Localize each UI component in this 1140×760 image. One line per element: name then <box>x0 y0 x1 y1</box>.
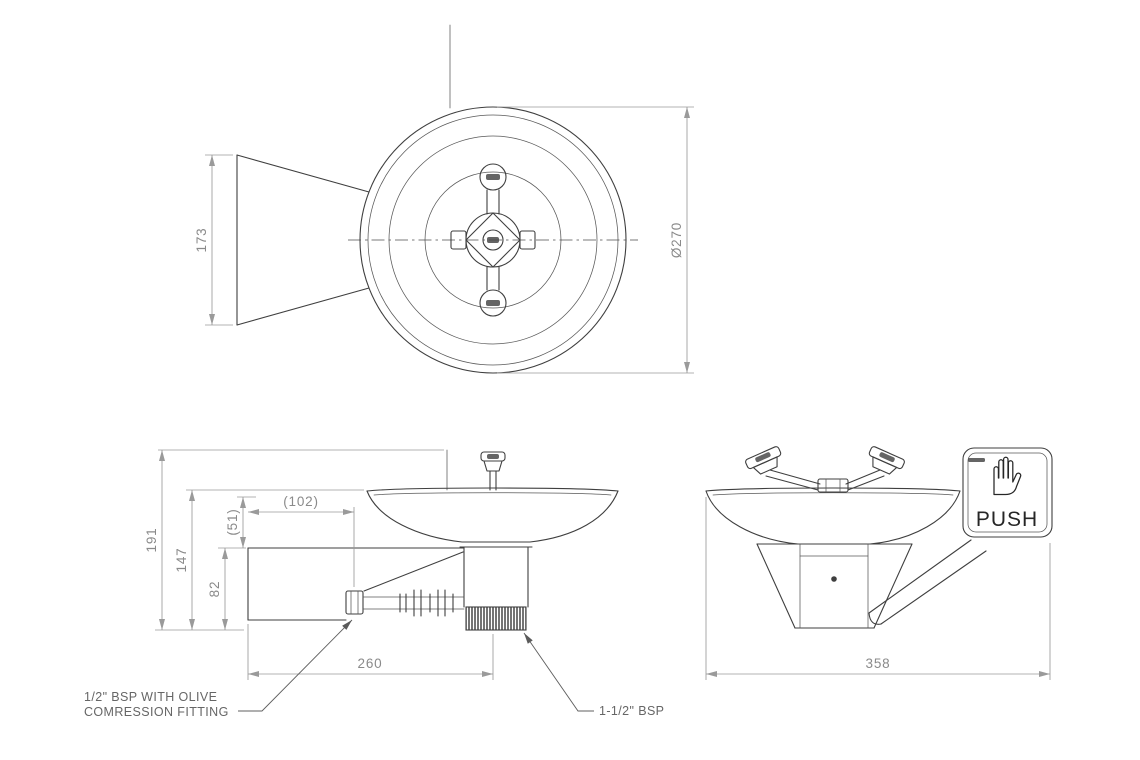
dim-value-82: 82 <box>207 581 222 598</box>
sprayhead-side <box>480 451 506 491</box>
push-sign: PUSH <box>962 447 1053 538</box>
inlet-label-line1: 1/2" BSP WITH OLIVE <box>84 690 217 704</box>
dim-overall-width: 358 <box>705 497 1051 680</box>
inlet-leader-label: 1/2" BSP WITH OLIVE COMRESSION FITTING <box>84 619 353 719</box>
push-sign-outer-border <box>962 447 1053 538</box>
dim-body-height: 82 <box>207 547 246 630</box>
sprayhead-label-band <box>755 452 771 463</box>
dim-value-diameter: Ø270 <box>669 222 684 258</box>
dim-rim-height: 147 <box>174 489 364 630</box>
right-sprayhead <box>868 446 905 475</box>
dim-value-260: 260 <box>358 656 383 671</box>
bowl-side-profile <box>366 487 619 543</box>
inlet-fitting-side <box>345 589 465 617</box>
dim-value-358: 358 <box>866 656 891 671</box>
sprayhead-label-band <box>487 454 499 459</box>
dim-ref-inlet: (102) <box>248 494 355 587</box>
bracket-bolt <box>831 576 837 582</box>
inlet-label-line2: COMRESSION FITTING <box>84 705 229 719</box>
dim-ref-drop: (51) <box>225 496 256 548</box>
sprayhead-label-band <box>486 174 500 180</box>
spray-assembly-plan <box>450 163 536 317</box>
dim-value-147: 147 <box>174 548 189 573</box>
hub-diamond <box>465 212 521 268</box>
push-sign-label: PUSH <box>976 508 1038 531</box>
front-elevation-view: PUSH 358 <box>705 446 1053 680</box>
dim-value-51: (51) <box>225 508 240 535</box>
wall-bracket-side <box>247 547 465 621</box>
sprayhead-label-band <box>879 452 895 463</box>
push-rod <box>868 539 987 625</box>
center-tee <box>817 478 849 493</box>
push-sign-inner-border <box>967 452 1048 533</box>
wall-bracket-plan <box>236 154 370 326</box>
waste-leader-line <box>523 632 594 712</box>
waste-outlet-side <box>459 546 533 631</box>
bowl-front-profile <box>705 487 961 545</box>
dim-value-173: 173 <box>194 228 209 253</box>
dim-bowl-diameter: Ø270 <box>497 106 694 374</box>
bsp-thread <box>465 606 527 631</box>
left-sprayhead <box>745 446 782 475</box>
waste-label: 1-1/2" BSP <box>599 704 664 718</box>
sprayhead-label-band <box>486 300 500 306</box>
hub-left-tab <box>450 230 467 250</box>
compression-nut <box>345 590 364 615</box>
dim-value-191: 191 <box>144 528 159 553</box>
wall-bracket-front <box>756 543 913 629</box>
dim-value-102: (102) <box>283 494 319 509</box>
waste-leader-label: 1-1/2" BSP <box>523 632 664 718</box>
inlet-leader-line <box>238 619 353 712</box>
side-elevation-view: 191 147 82 (51) (102) 260 1 <box>84 449 664 719</box>
sprayheads-front <box>745 446 905 493</box>
hub-right-tab <box>519 230 536 250</box>
dim-bracket-height: 173 <box>194 154 233 326</box>
hand-icon <box>993 456 1022 496</box>
top-plan-view: 173 Ø270 <box>194 24 694 374</box>
hub-label-band <box>487 237 499 243</box>
dim-wall-reach: 260 <box>247 624 494 680</box>
dim-overall-height: 191 <box>144 449 444 631</box>
sign-brand-band <box>968 458 985 462</box>
bottom-sprayhead <box>479 289 507 317</box>
top-sprayhead <box>479 163 507 191</box>
